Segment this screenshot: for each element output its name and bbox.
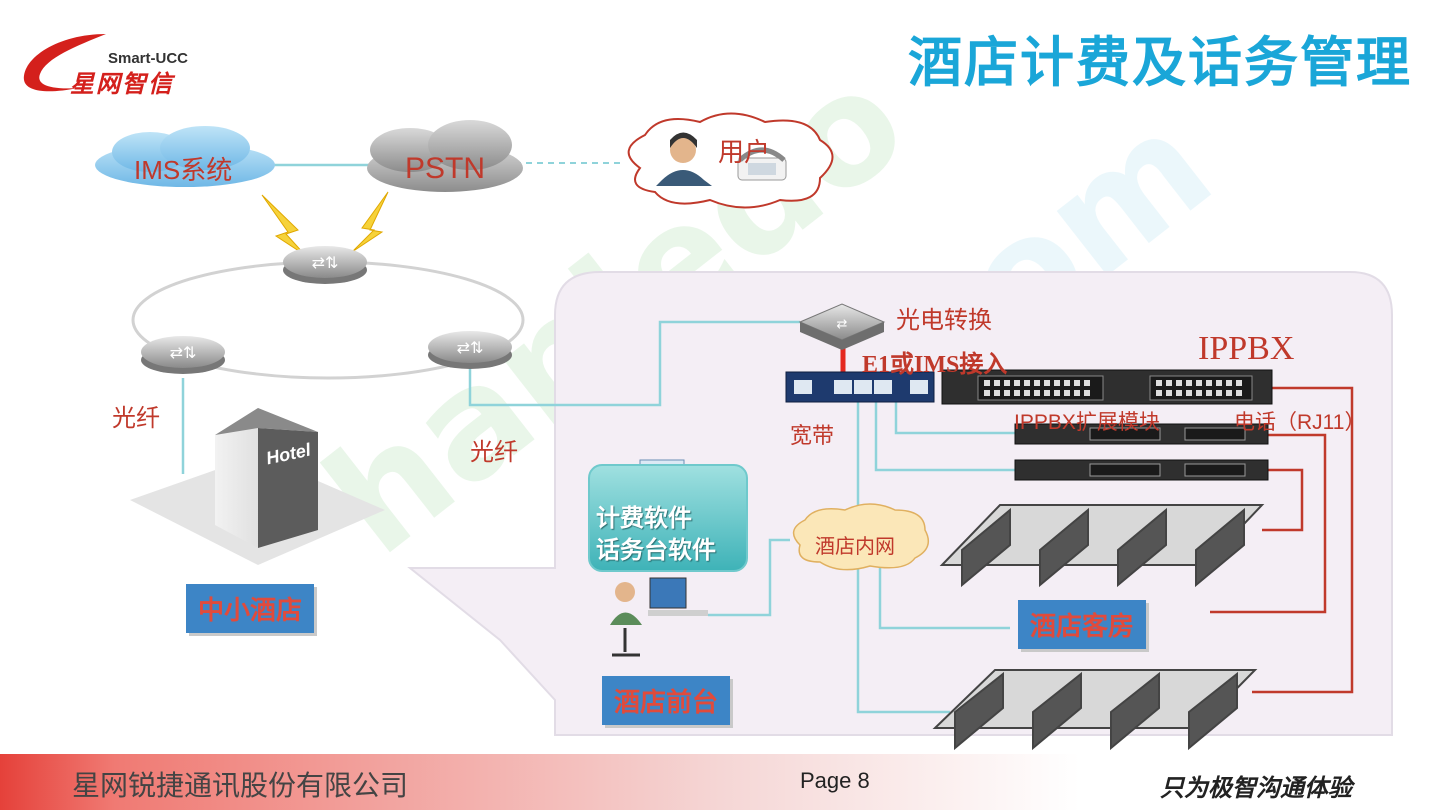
link-intranet-rooms2 — [878, 560, 1010, 630]
logo-brand-en: Smart-UCC — [108, 50, 189, 67]
ippbx-expansion-module-icon — [1014, 423, 1269, 445]
link-switch-module2 — [874, 397, 1015, 472]
pstn-cloud-label: PSTN — [405, 152, 486, 185]
logo-swoosh-icon — [23, 34, 106, 92]
operator-console-software-label: 话务台软件 — [596, 537, 716, 564]
ippbx-chassis-icon — [941, 369, 1273, 405]
fiber-label-left: 光纤 — [112, 405, 160, 432]
footer-slogan: 只为极智沟通体验 — [1160, 773, 1352, 802]
ims-cloud-label: IMS系统 — [134, 155, 233, 185]
svg-text:⇄⇅: ⇄⇅ — [312, 255, 339, 272]
small-hotel-tag: 中小酒店 — [186, 584, 315, 633]
hotel-building-icon — [130, 408, 385, 565]
phone-line-3 — [1262, 468, 1304, 532]
link-router-converter — [468, 320, 800, 407]
svg-text:⇄⇅: ⇄⇅ — [170, 345, 197, 362]
guest-rooms-icon — [932, 669, 1258, 751]
router-icon: ⇄⇅ — [428, 331, 512, 369]
guest-rooms-icon — [939, 504, 1265, 588]
network-diagram: hanledo o.com — [95, 34, 1393, 751]
router-icon: ⇄⇅ — [141, 336, 225, 374]
ippbx-module-label: IPPBX扩展模块 — [1014, 411, 1160, 434]
telephone-icon — [737, 147, 787, 181]
footer-bar — [0, 754, 1440, 810]
oe-converter-label: 光电转换 — [896, 307, 992, 334]
lightning-icon — [261, 194, 306, 256]
receptionist-workstation-icon — [610, 577, 708, 657]
svg-text:⇄: ⇄ — [837, 316, 848, 331]
slide-title: 酒店计费及话务管理 — [908, 33, 1412, 93]
phone-rj11-label: 电话（RJ11） — [1234, 411, 1366, 434]
router-icon: ⇄⇅ — [283, 246, 367, 284]
ippbx-label: IPPBX — [1198, 330, 1295, 367]
intranet-cloud-icon — [792, 503, 930, 571]
svg-text:⇄⇅: ⇄⇅ — [457, 340, 484, 357]
billing-software-box — [588, 464, 748, 572]
logo-brand-cn: 星网智信 — [70, 71, 174, 98]
link-switch-module1 — [894, 397, 1015, 435]
optical-converter-icon: ⇄ — [798, 303, 886, 350]
link-intranet-rooms — [856, 397, 950, 714]
front-desk-tag: 酒店前台 — [602, 676, 731, 725]
link-intranet-frontdesk — [708, 538, 790, 617]
user-cloud-label: 用户 — [718, 137, 771, 167]
phone-line-1 — [1252, 386, 1354, 694]
pstn-cloud-icon — [367, 120, 523, 192]
intranet-cloud-label: 酒店内网 — [815, 536, 895, 558]
ethernet-switch-icon — [785, 371, 935, 403]
ippbx-expansion-module-icon — [1014, 459, 1269, 481]
billing-software-label: 计费软件 — [596, 505, 692, 532]
guest-rooms-tag: 酒店客房 — [1018, 600, 1147, 649]
e1-ims-access-label: E1或IMS接入 — [862, 352, 1008, 378]
lightning-icon — [351, 191, 389, 253]
phone-line-2 — [1210, 433, 1327, 614]
user-person-icon — [656, 132, 712, 186]
footer-page-number: Page 8 — [800, 768, 870, 793]
ims-cloud-icon — [95, 126, 275, 187]
broadband-label: 宽带 — [790, 423, 835, 448]
fiber-label-right: 光纤 — [470, 439, 518, 466]
footer-company-name: 星网锐捷通讯股份有限公司 — [72, 771, 409, 802]
